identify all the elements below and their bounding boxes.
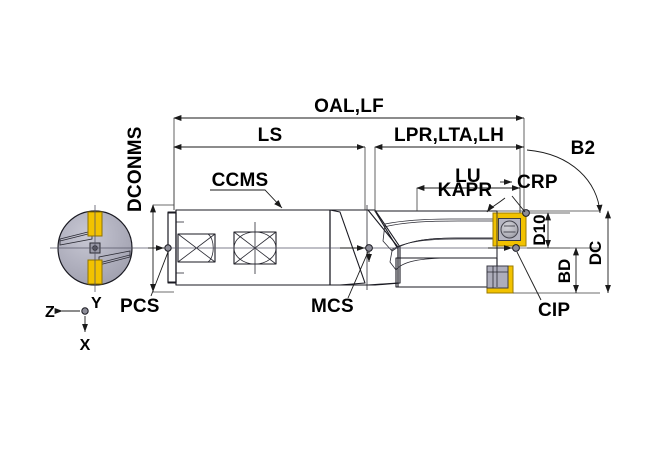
label-ccms: CCMS bbox=[212, 170, 269, 191]
label-pcs: PCS bbox=[120, 296, 160, 317]
label-mcs: MCS bbox=[311, 296, 354, 317]
large-diameter-section bbox=[175, 209, 331, 286]
flute-shade-line bbox=[383, 220, 497, 228]
taper-cone bbox=[329, 209, 399, 286]
dimension-lpr-lta-lh: LPR,LTA,LH bbox=[374, 125, 525, 150]
mcs-point-marker bbox=[365, 244, 373, 252]
taper-transition bbox=[329, 209, 401, 286]
dimension-oal-lf: OAL,LF bbox=[173, 96, 525, 121]
label-b2: B2 bbox=[571, 138, 596, 159]
dimension-dconms: DCONMS bbox=[125, 126, 156, 293]
tool-body-shape bbox=[175, 209, 366, 286]
label-axis-y: Y bbox=[91, 295, 102, 312]
end-view-geometry bbox=[50, 205, 140, 292]
dimension-pcs: PCS bbox=[120, 244, 172, 317]
dimension-d10: D10 bbox=[530, 212, 551, 249]
dimension-ls: LS bbox=[173, 125, 366, 150]
axis-origin-dot bbox=[81, 307, 89, 315]
label-kapr: KAPR bbox=[438, 180, 493, 201]
shank-flange bbox=[167, 212, 177, 283]
dimension-dc: DC bbox=[586, 210, 611, 294]
dimension-b2: B2 bbox=[526, 138, 603, 214]
label-cip: CIP bbox=[538, 300, 570, 321]
label-axis-x: X bbox=[80, 337, 91, 354]
flute-shade-line-2 bbox=[390, 238, 497, 251]
end-view-slot-line-1 bbox=[59, 232, 93, 242]
front-lower-boss bbox=[395, 257, 498, 288]
dimension-mcs: MCS bbox=[311, 244, 373, 317]
label-bd: BD bbox=[555, 259, 574, 284]
label-axis-z: Z bbox=[45, 304, 55, 321]
dimension-ccms: CCMS bbox=[210, 170, 283, 209]
dimension-cip: CIP bbox=[488, 244, 570, 321]
dimension-crp: CRP bbox=[500, 172, 558, 217]
cutting-insert-lower bbox=[486, 265, 514, 294]
flute-lower-curve bbox=[389, 237, 498, 271]
dimension-bd: BD bbox=[555, 247, 579, 294]
label-d10: D10 bbox=[530, 214, 549, 245]
pcs-point-marker bbox=[164, 244, 172, 252]
end-view-slot-lower bbox=[98, 250, 131, 266]
dimension-lu: LU bbox=[416, 166, 521, 191]
label-crp: CRP bbox=[517, 172, 558, 193]
dimension-kapr: KAPR bbox=[438, 180, 506, 213]
label-dconms: DCONMS bbox=[125, 126, 146, 212]
axis-indicator: Z Y X bbox=[45, 295, 102, 354]
extension-lines bbox=[153, 118, 600, 294]
end-view-slot-line-2 bbox=[98, 254, 131, 264]
cip-point-marker bbox=[512, 244, 520, 252]
label-oal-lf: OAL,LF bbox=[314, 96, 384, 117]
cutting-insert-upper bbox=[492, 212, 527, 247]
label-dc: DC bbox=[586, 241, 605, 266]
side-view-geometry bbox=[140, 205, 540, 294]
end-view-slot-upper bbox=[59, 230, 93, 246]
label-ls: LS bbox=[258, 125, 283, 146]
label-lpr-lta-lh: LPR,LTA,LH bbox=[394, 125, 504, 146]
label-lu: LU bbox=[455, 166, 481, 187]
